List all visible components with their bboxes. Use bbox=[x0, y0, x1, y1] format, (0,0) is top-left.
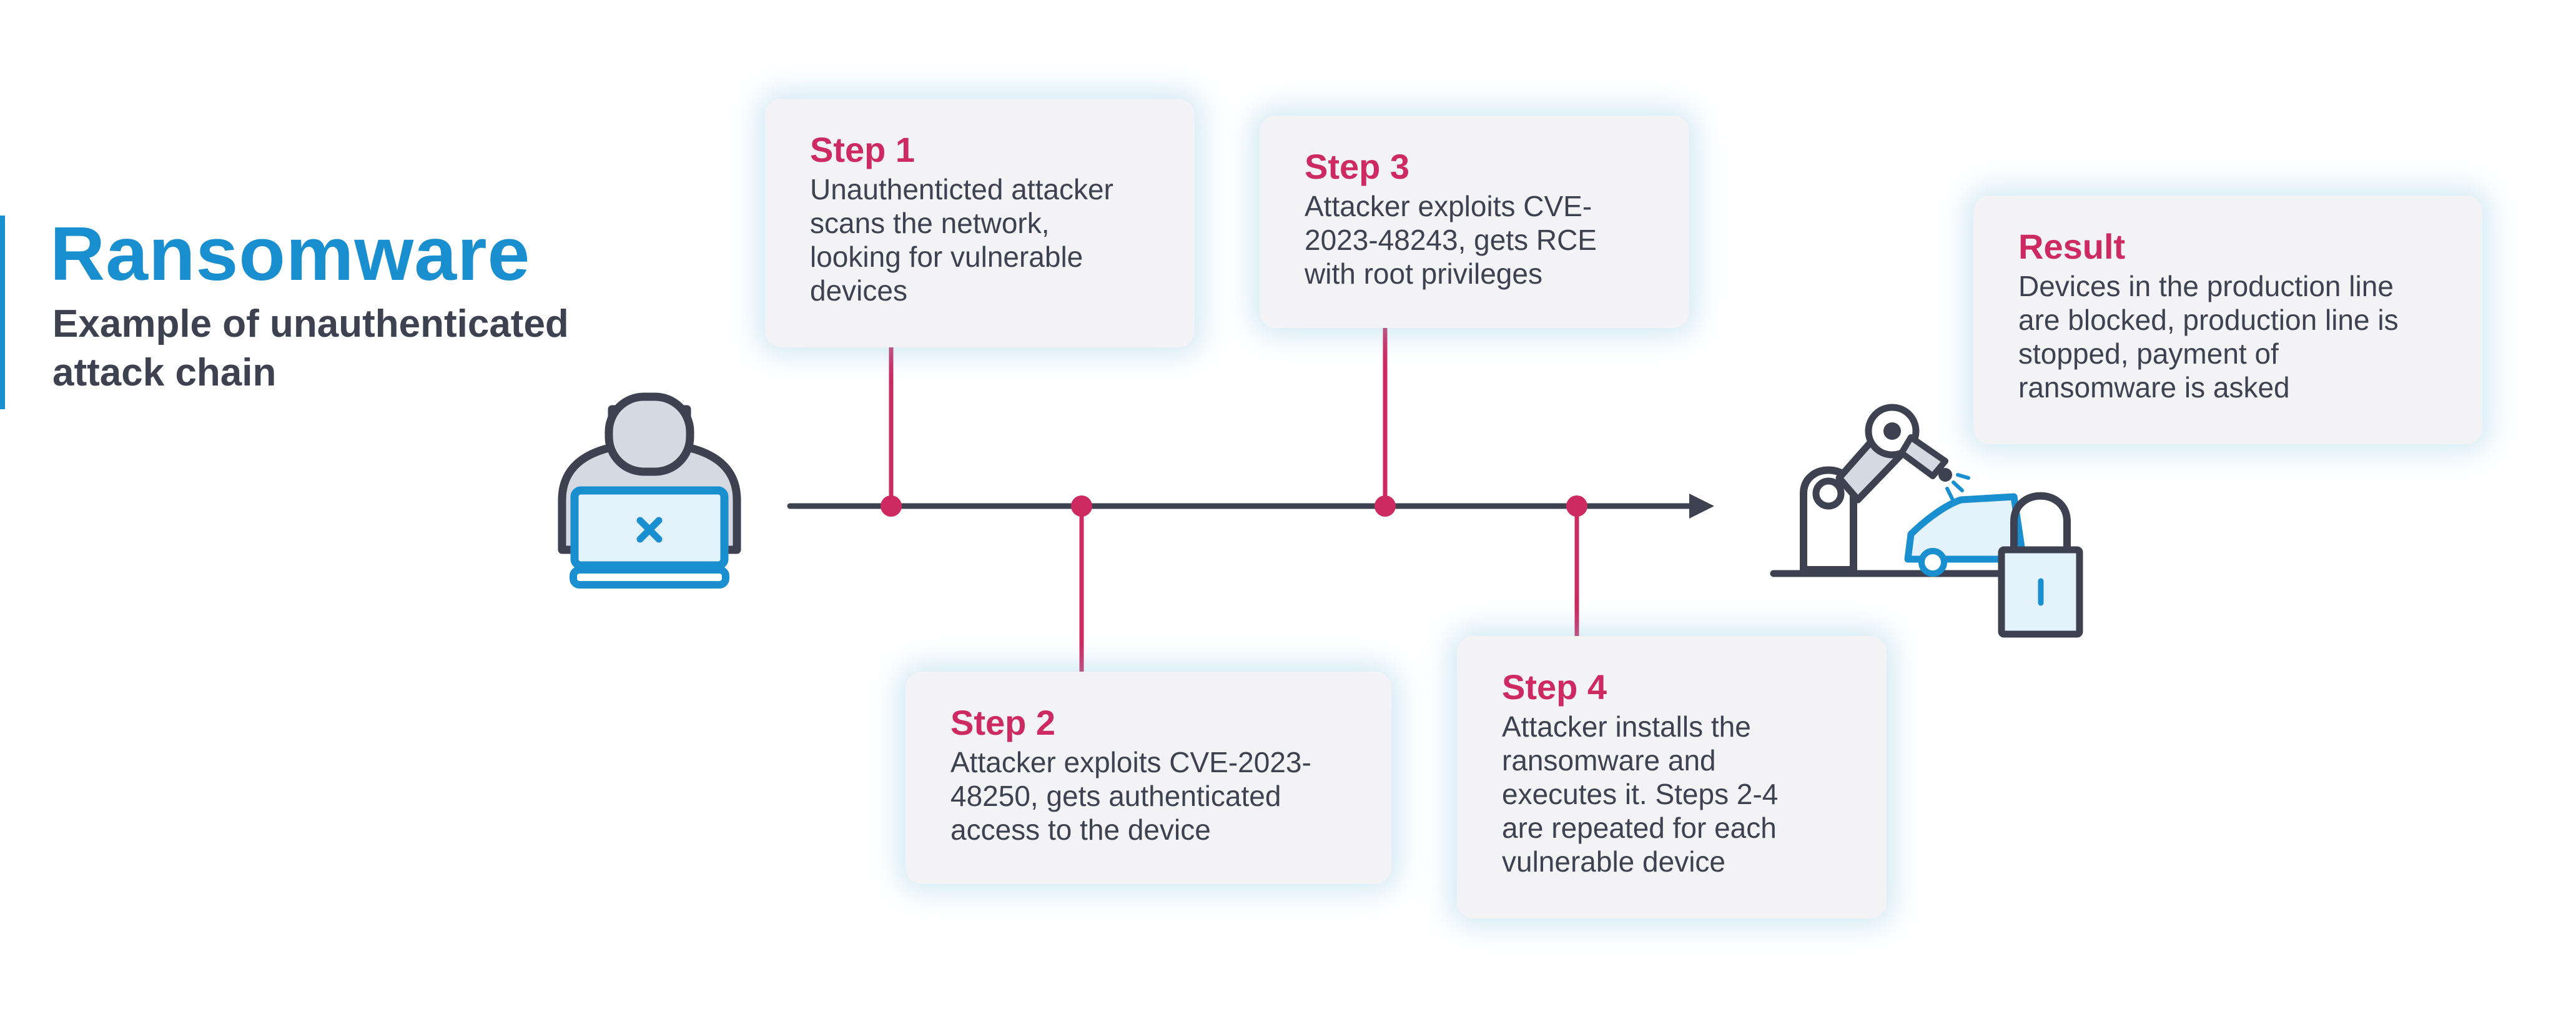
step1-dot bbox=[881, 495, 902, 517]
step-card-2: Step 2 Attacker exploits CVE-2023- 48250… bbox=[906, 672, 1391, 884]
title-accent-bar bbox=[0, 216, 5, 409]
step-label: Step 4 bbox=[1502, 667, 1607, 707]
step-description: Unauthenticted attacker scans the networ… bbox=[810, 173, 1113, 307]
step-card-3: Step 3 Attacker exploits CVE- 2023-48243… bbox=[1260, 116, 1689, 328]
step-description: Attacker installs the ransomware and exe… bbox=[1502, 710, 1779, 878]
step3-dot bbox=[1374, 495, 1396, 517]
robot-arm-car-lock-icon bbox=[1770, 404, 2083, 638]
step-description: Attacker exploits CVE-2023- 48250, gets … bbox=[950, 746, 1311, 846]
page-subtitle: Example of unauthenticated attack chain bbox=[52, 302, 569, 394]
step4-dot bbox=[1566, 495, 1587, 517]
step2-dot bbox=[1071, 495, 1092, 517]
step-description: Attacker exploits CVE- 2023-48243, gets … bbox=[1305, 190, 1597, 290]
step-card-1: Step 1 Unauthenticted attacker scans the… bbox=[765, 99, 1195, 347]
hacker-laptop-icon bbox=[558, 392, 741, 589]
step-label: Step 3 bbox=[1305, 147, 1410, 186]
result-label: Result bbox=[2018, 227, 2126, 266]
page-title: Ransomware bbox=[50, 211, 531, 296]
result-card: Result Devices in the production line ar… bbox=[1973, 196, 2482, 444]
step-label: Step 2 bbox=[950, 703, 1056, 742]
step-card-4: Step 4 Attacker installs the ransomware … bbox=[1457, 636, 1887, 918]
result-description: Devices in the production line are block… bbox=[2018, 270, 2399, 404]
timeline-arrowhead bbox=[1689, 494, 1714, 519]
step-label: Step 1 bbox=[810, 130, 915, 169]
